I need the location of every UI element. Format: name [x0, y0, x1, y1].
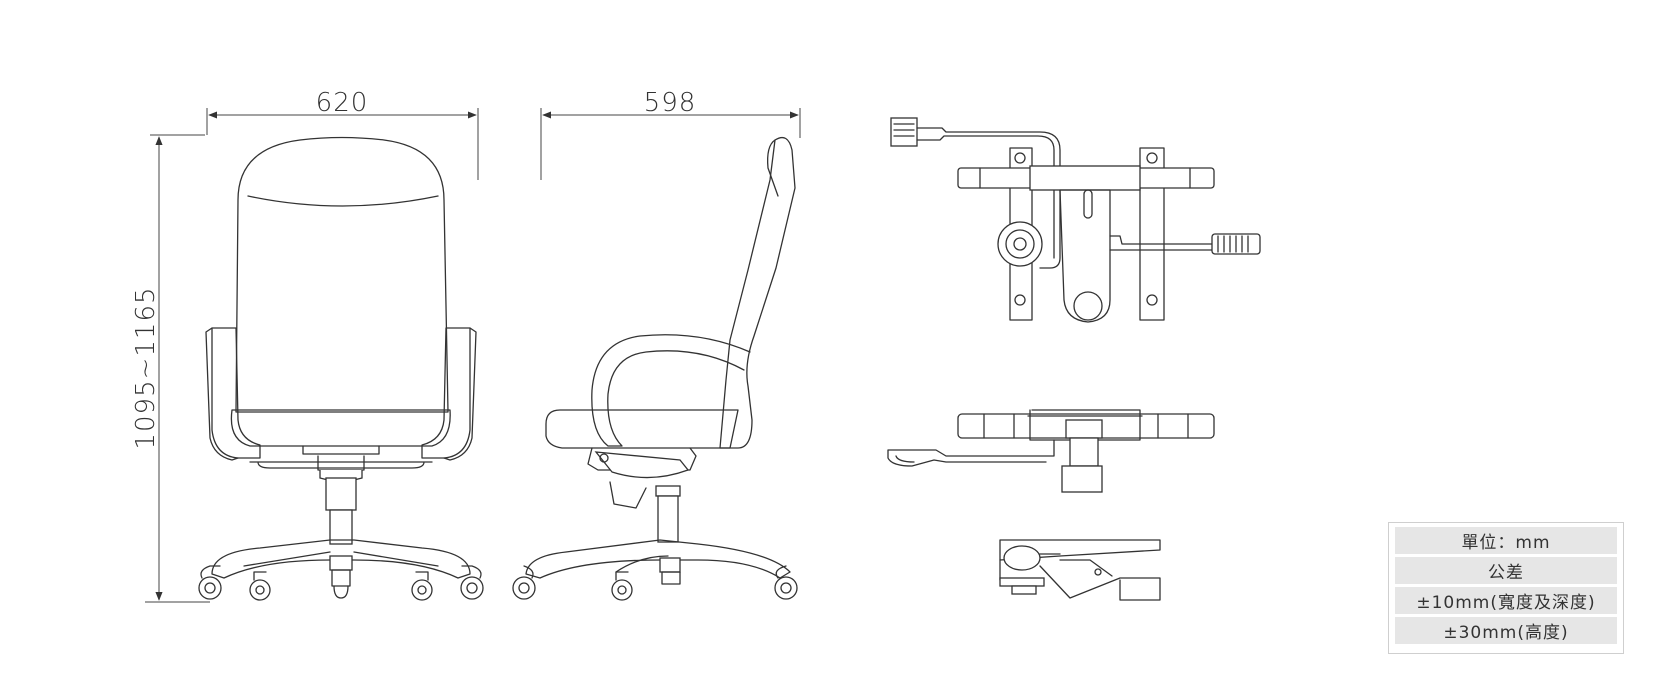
mechanism-front-view	[887, 409, 1215, 493]
height-dimension: 1095~1165	[131, 134, 210, 603]
front-width-label: 620	[316, 88, 369, 118]
height-range-label: 1095~1165	[131, 286, 161, 449]
height-tolerance-row: ±30mm(高度)	[1395, 617, 1617, 644]
side-depth-dimension: 598	[540, 88, 801, 180]
spec-table: 單位：mm 公差 ±10mm(寬度及深度) ±30mm(高度)	[1388, 522, 1624, 654]
tolerance-header-row: 公差	[1395, 557, 1617, 584]
front-width-dimension: 620	[206, 88, 479, 180]
chair-front-view	[198, 136, 484, 601]
mechanism-side-view	[999, 539, 1161, 601]
mechanism-top-view	[890, 117, 1261, 323]
unit-row: 單位：mm	[1395, 527, 1617, 554]
width-depth-tolerance-row: ±10mm(寬度及深度)	[1395, 587, 1617, 614]
chair-side-view	[512, 136, 798, 601]
side-depth-label: 598	[644, 88, 697, 118]
